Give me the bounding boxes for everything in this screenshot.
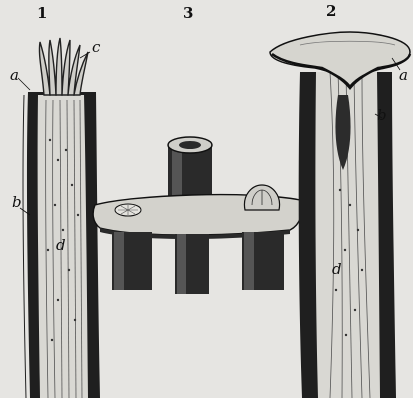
- fig2-label-b: b: [377, 108, 387, 123]
- fig1-label-b: b: [12, 195, 22, 210]
- fig3-number: 3: [183, 6, 193, 21]
- fig3-stem-cluster: [93, 137, 302, 294]
- fig1-label-c: c: [92, 40, 100, 55]
- fig2-label-d: d: [332, 262, 342, 277]
- fig2-number: 2: [326, 4, 336, 19]
- fig1-number: 1: [37, 6, 47, 21]
- fig1-label-d: d: [56, 238, 66, 253]
- fig1-stem: [23, 38, 100, 398]
- fig2-label-a: a: [399, 68, 408, 83]
- fig1-label-a: a: [10, 68, 19, 83]
